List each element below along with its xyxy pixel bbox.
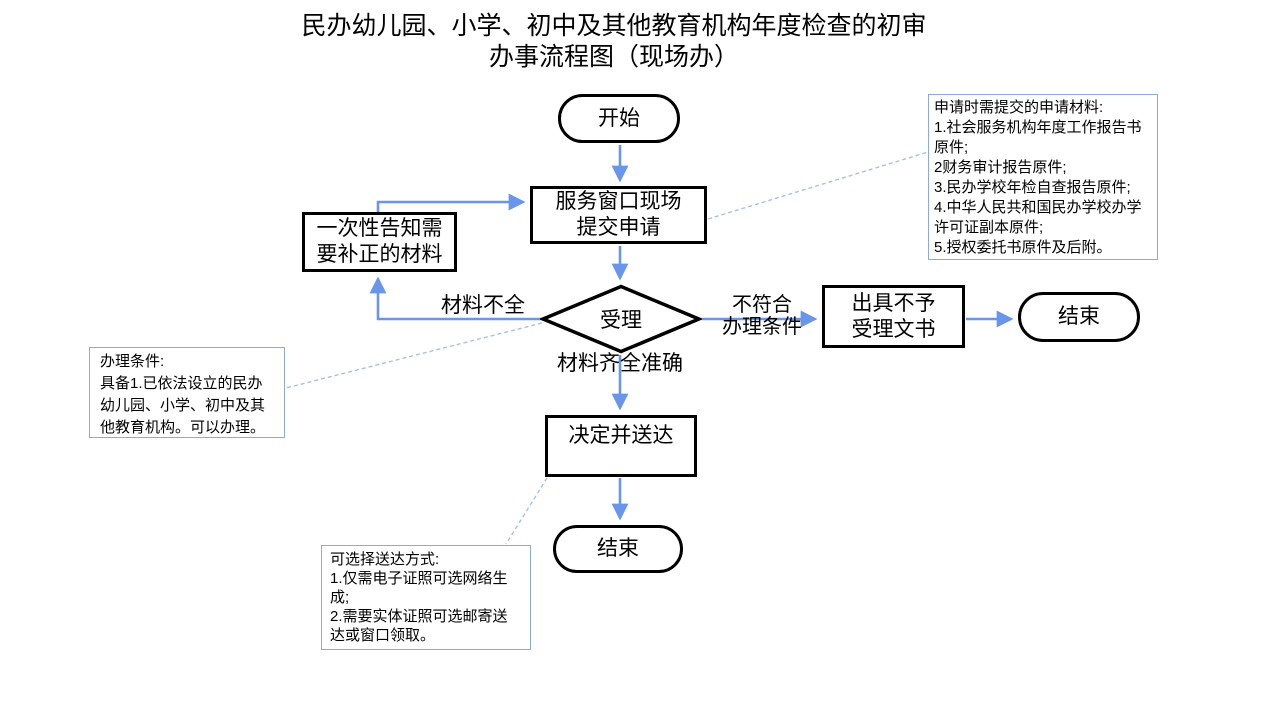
edge-label-incomplete-materials: 材料不全 xyxy=(441,294,525,317)
decide-deliver-node: 决定并送达 xyxy=(545,415,697,477)
submit-application-node: 服务窗口现场 提交申请 xyxy=(530,186,707,244)
end-node-right: 结束 xyxy=(1018,292,1140,342)
edge-label-not-qualified: 不符合 办理条件 xyxy=(722,294,802,338)
note-processing-conditions: 办理条件: 具备1.已依法设立的民办幼儿园、小学、初中及其他教育机构。可以办理。 xyxy=(89,347,285,438)
review-decision-label: 受理 xyxy=(600,309,642,332)
dotted-decide-to-delivery-note xyxy=(505,477,548,545)
decide-deliver-label: 决定并送达 xyxy=(568,424,674,447)
notify-correction-label: 一次性告知需 要补正的材料 xyxy=(316,217,443,266)
diagram-title: 民办幼儿园、小学、初中及其他教育机构年度检查的初审 办事流程图（现场办） xyxy=(301,12,927,71)
notify-correction-node: 一次性告知需 要补正的材料 xyxy=(302,212,457,272)
dotted-submit-to-materials-note xyxy=(707,151,929,220)
reject-document-node: 出具不予 受理文书 xyxy=(822,285,965,348)
diamond-shape xyxy=(538,284,704,354)
start-node: 开始 xyxy=(558,94,680,143)
note-required-materials: 申请时需提交的申请材料: 1.社会服务机构年度工作报告书原件; 2财务审计报告原… xyxy=(928,94,1158,260)
end-node-bottom: 结束 xyxy=(553,525,683,573)
submit-application-label: 服务窗口现场 提交申请 xyxy=(555,190,682,239)
start-node-label: 开始 xyxy=(598,106,640,130)
reject-document-label: 出具不予 受理文书 xyxy=(851,291,936,341)
edge-notify-to-submit xyxy=(376,193,526,212)
end-node-bottom-label: 结束 xyxy=(597,537,639,560)
note-delivery-options: 可选择送达方式: 1.仅需电子证照可选网络生成; 2.需要实体证照可选邮寄送达或… xyxy=(321,545,531,650)
edge-label-materials-complete: 材料齐全准确 xyxy=(557,352,683,375)
end-node-right-label: 结束 xyxy=(1058,305,1100,328)
review-decision-diamond: 受理 xyxy=(538,284,704,354)
dotted-review-to-condition-note xyxy=(285,322,543,389)
